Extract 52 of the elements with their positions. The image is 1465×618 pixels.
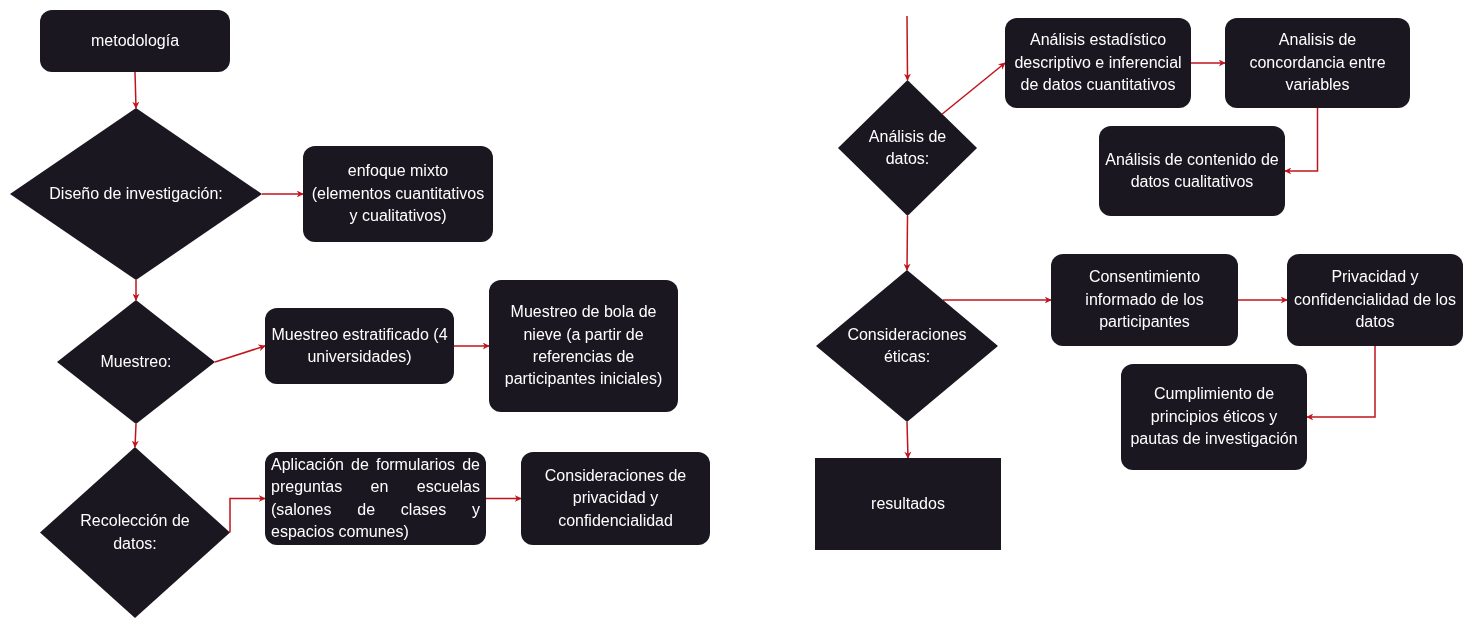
process-box xyxy=(521,452,710,545)
process-box xyxy=(1051,254,1238,346)
process-box xyxy=(489,280,678,412)
arrow xyxy=(453,342,490,350)
node-label: Consideraciones éticas: xyxy=(846,324,968,367)
node-label: Aplicación de formularios de preguntas en escuelas (salones de clases y espacios comunes) xyxy=(271,454,480,542)
node-label: Análisis de contenido de datos cualitativos xyxy=(1105,149,1279,192)
arrow xyxy=(1190,59,1226,67)
node-label: enfoque mixto (elementos cuantitativos y cualitativos) xyxy=(310,161,486,227)
node-label: Análisis estadístico descriptivo e inferencial de datos cuantitativos xyxy=(1013,30,1183,96)
decision-diamond xyxy=(838,80,977,216)
node-label: metodología xyxy=(90,30,180,51)
process-box xyxy=(40,10,230,72)
node-label: Privacidad y confidencialidad de los datos xyxy=(1293,267,1457,333)
terminal-box xyxy=(815,458,1001,550)
decision-diamond xyxy=(816,270,998,422)
node-label: Diseño de investigación: xyxy=(49,183,223,204)
arrow xyxy=(1284,107,1319,175)
decision-diamond xyxy=(10,108,262,280)
node-label: Consideraciones de privacidad y confidencialidad xyxy=(543,465,688,531)
arrow xyxy=(261,190,304,198)
arrow xyxy=(903,215,911,271)
arrow xyxy=(904,421,912,459)
node-label: Muestreo estratificado (4 universidades) xyxy=(271,324,448,367)
arrow xyxy=(942,296,1052,304)
node-label: Muestreo de bola de nieve (a partir de referencias de participantes iniciales) xyxy=(503,302,664,390)
arrow xyxy=(131,423,139,448)
arrow xyxy=(229,495,266,534)
process-box xyxy=(1005,18,1191,108)
arrow xyxy=(132,71,140,109)
process-box xyxy=(1287,254,1463,346)
node-label: Cumplimiento de principios éticos y pautas de investigación xyxy=(1129,384,1299,450)
node-label: Recolección de datos: xyxy=(79,511,191,554)
process-box xyxy=(1099,126,1285,216)
arrow xyxy=(941,62,1006,115)
process-box xyxy=(1225,18,1410,108)
arrow xyxy=(903,15,911,81)
arrow xyxy=(485,495,522,502)
node-label: resultados xyxy=(871,493,945,514)
node-label: Muestreo: xyxy=(100,351,172,372)
arrow xyxy=(1306,345,1376,421)
arrow xyxy=(1237,296,1288,304)
node-label: Consentimiento informado de los participantes xyxy=(1084,267,1205,333)
node-label: Análisis de datos: xyxy=(867,126,948,169)
process-box xyxy=(265,308,454,384)
node-label: Analisis de concordancia entre variables xyxy=(1248,30,1387,96)
arrow xyxy=(214,344,266,363)
decision-diamond xyxy=(40,447,230,618)
decision-diamond xyxy=(57,300,215,424)
process-box xyxy=(1121,364,1307,470)
process-box xyxy=(303,146,493,242)
arrow xyxy=(132,279,140,301)
